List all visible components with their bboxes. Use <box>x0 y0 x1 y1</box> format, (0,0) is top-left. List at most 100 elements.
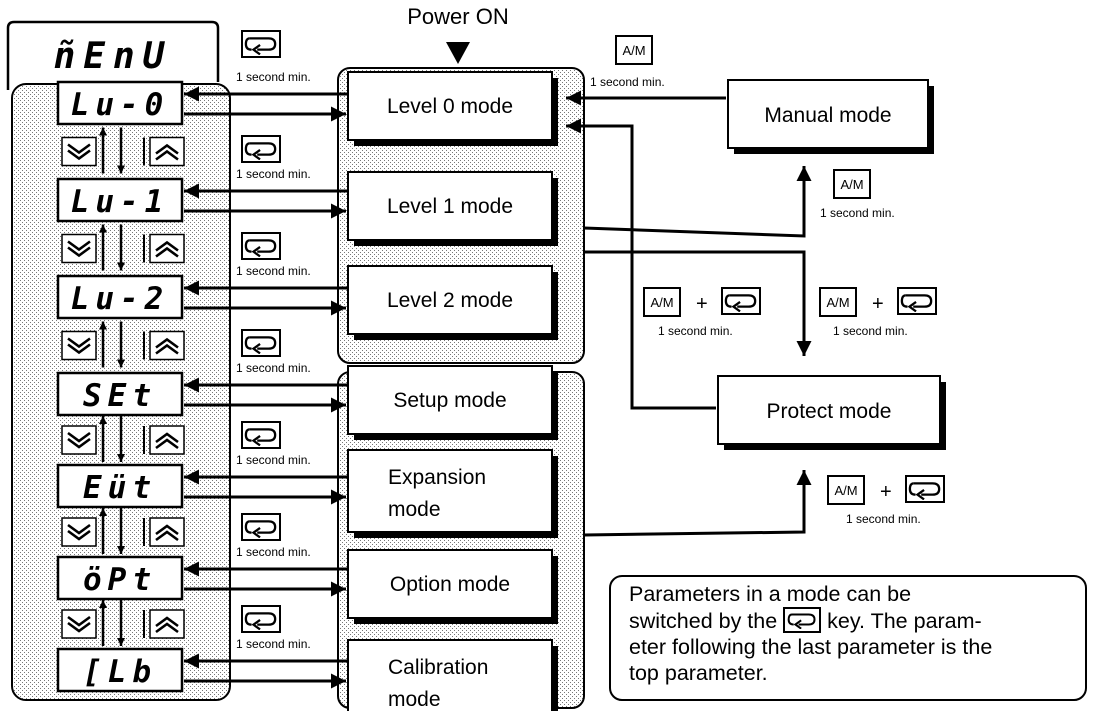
mode-label: Calibration <box>388 656 488 679</box>
param-display-box <box>56 80 184 126</box>
down-key-icon <box>61 330 97 361</box>
am-key-icon: A/M <box>615 35 653 65</box>
nav-keys <box>61 224 185 271</box>
svg-text:A/M: A/M <box>826 295 849 310</box>
protect-mode-label: Protect mode <box>767 400 892 423</box>
mode-box <box>347 449 553 533</box>
mode-label: Level 0 mode <box>387 95 513 118</box>
note-line-2b: key. The param- <box>827 609 982 633</box>
one-second-label: 1 second min. <box>236 453 311 467</box>
mode-label: Expansion <box>388 466 486 489</box>
mode-box <box>347 71 553 141</box>
mode-box <box>347 171 553 241</box>
note-line-4: top parameter. <box>629 661 768 685</box>
one-second-label: 1 second min. <box>236 361 311 375</box>
one-second-label: 1 second min. <box>833 324 908 338</box>
row-5: öPt 1 second min. Option mode <box>56 513 558 624</box>
up-key-icon <box>149 330 185 361</box>
mode-key-icon <box>241 513 281 541</box>
power-on-label: Power ON <box>407 4 508 29</box>
down-key-icon <box>61 136 97 167</box>
mode-label: Option mode <box>390 573 510 596</box>
note-line-2a: switched by the <box>629 609 778 633</box>
down-key-icon <box>61 517 97 547</box>
nav-keys <box>61 321 185 368</box>
svg-text:A/M: A/M <box>834 483 857 498</box>
am-key-icon: A/M <box>833 169 871 199</box>
mode-box <box>347 365 553 435</box>
mode-label-2: mode <box>388 498 441 521</box>
mode-box <box>347 549 553 619</box>
mode-label-2: mode <box>388 688 441 711</box>
mode-label: Level 1 mode <box>387 195 513 218</box>
protect-mode-box <box>717 375 941 445</box>
one-second-label: 1 second min. <box>590 75 665 89</box>
row-4: Eüt 1 second min. Expansion mode <box>56 421 558 538</box>
down-key-icon <box>61 425 97 455</box>
mode-key-icon <box>905 475 945 503</box>
param-display-text: Eüt <box>83 470 157 506</box>
param-display-box <box>56 274 184 320</box>
mode-key-icon <box>721 287 761 315</box>
power-on-arrow <box>446 42 470 64</box>
svg-text:A/M: A/M <box>650 295 673 310</box>
up-key-icon <box>149 233 185 264</box>
param-display-text: Lu-0 <box>71 87 170 123</box>
nav-keys <box>61 508 185 554</box>
mode-key-icon <box>241 135 281 163</box>
manual-mode-label: Manual mode <box>764 104 891 127</box>
up-key-icon <box>149 136 185 167</box>
param-display-text: öPt <box>83 562 157 598</box>
mode-box <box>347 639 553 711</box>
param-display-box <box>56 463 184 509</box>
one-second-label: 1 second min. <box>236 70 311 84</box>
mode-label: Setup mode <box>393 389 506 412</box>
one-second-label: 1 second min. <box>236 637 311 651</box>
one-second-label: 1 second min. <box>820 206 895 220</box>
mode-label: Level 2 mode <box>387 289 513 312</box>
one-second-label: 1 second min. <box>236 264 311 278</box>
nav-keys <box>61 127 185 174</box>
nav-keys <box>61 416 185 462</box>
one-second-label: 1 second min. <box>236 167 311 181</box>
up-key-icon <box>149 425 185 455</box>
row-3: SEt 1 second min. Setup mode <box>56 329 558 440</box>
mode-key-icon <box>783 607 822 633</box>
param-display-text: Lu-2 <box>71 281 170 317</box>
param-display-box <box>56 555 184 601</box>
nav-keys <box>61 600 185 646</box>
row-1: Lu-1 1 second min. Level 1 mode <box>56 135 558 246</box>
note-line-1: Parameters in a mode can be <box>629 582 912 606</box>
am-key-icon: A/M <box>827 475 865 505</box>
param-display-text: [Lb <box>83 654 157 690</box>
row-6: [Lb 1 second min. Calibration mode <box>56 605 558 711</box>
mode-key-icon <box>897 287 937 315</box>
param-display-text: Lu-1 <box>71 184 170 220</box>
mode-key-icon <box>241 421 281 449</box>
menu-display-text: ñEnU <box>54 36 173 77</box>
mode-key-icon <box>241 329 281 357</box>
up-key-icon <box>149 517 185 547</box>
mode-key-icon <box>241 605 281 633</box>
one-second-label: 1 second min. <box>658 324 733 338</box>
plus-sign: + <box>696 293 708 315</box>
note-line-3: eter following the last parameter is the <box>629 635 993 659</box>
down-key-icon <box>61 233 97 264</box>
svg-text:A/M: A/M <box>622 43 645 58</box>
down-key-icon <box>61 609 97 639</box>
svg-text:A/M: A/M <box>840 177 863 192</box>
manual-mode-box <box>727 79 929 149</box>
param-display-box <box>56 371 184 417</box>
up-key-icon <box>149 609 185 639</box>
one-second-label: 1 second min. <box>236 545 311 559</box>
param-display-box <box>56 177 184 223</box>
connection-lines <box>566 90 812 537</box>
am-key-icon: A/M <box>643 287 681 317</box>
plus-sign: + <box>880 481 892 503</box>
am-key-icon: A/M <box>819 287 857 317</box>
param-display-text: SEt <box>83 378 157 414</box>
mode-key-icon <box>241 30 281 58</box>
row-2: Lu-2 1 second min. Level 2 mode <box>56 232 558 340</box>
mode-key-icon <box>241 232 281 260</box>
